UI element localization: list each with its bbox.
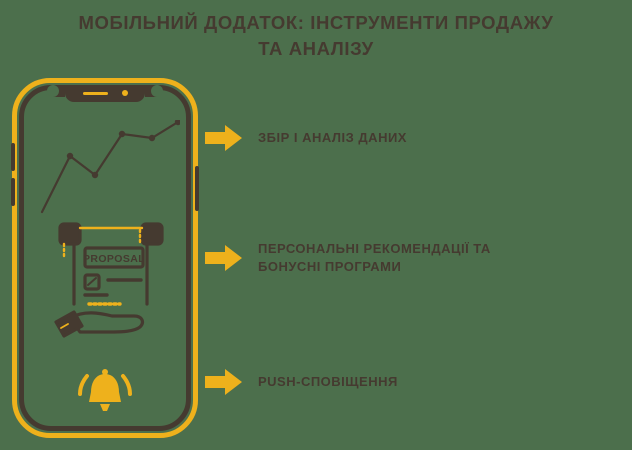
- volume-up-button[interactable]: [11, 143, 15, 171]
- growth-line-chart-svg: [40, 118, 182, 214]
- arrow-right-icon: [205, 368, 242, 396]
- feature-personal-recommendations: Персональні рекомендації та бонусні прог…: [205, 240, 491, 276]
- proposal-label: PROPOSAL: [83, 253, 145, 265]
- feature-label: Push-сповіщення: [258, 374, 398, 389]
- arrow-right-icon: [205, 244, 242, 272]
- chart-point: [174, 118, 182, 126]
- notch-shoulder-left: [47, 85, 65, 97]
- phone-outer-frame: [12, 78, 198, 438]
- sleeve-accent: [60, 323, 69, 329]
- arrow-right-icon: [205, 124, 242, 152]
- bell-top-knob: [102, 369, 108, 375]
- hand-palm: [68, 311, 145, 334]
- mobile-phone-mockup: PROPOSAL: [11, 78, 199, 438]
- volume-down-button[interactable]: [11, 178, 15, 206]
- power-button[interactable]: [195, 166, 199, 211]
- proposal-checkbox-icon: [83, 273, 101, 291]
- proposal-title-box: [83, 246, 145, 269]
- scroll-roll-left: [58, 222, 82, 246]
- notification-bell: [76, 366, 134, 418]
- chart-point: [118, 130, 126, 138]
- feature-label: Збір і аналіз даних: [258, 130, 407, 145]
- notch-shoulder-right: [145, 85, 163, 97]
- proposal-document-svg: PROPOSAL: [54, 222, 164, 338]
- growth-line-chart: [40, 118, 182, 220]
- feature-label: Персональні рекомендації та бонусні прог…: [258, 241, 491, 274]
- proposal-document-in-hand: PROPOSAL: [52, 218, 172, 338]
- feature-push-notifications: Push-сповіщення: [205, 368, 398, 396]
- hand-sleeve: [54, 310, 84, 338]
- arrow-right-icon-svg: [205, 125, 242, 151]
- chart-point: [148, 134, 156, 142]
- page-title-line-2: та аналізу: [258, 38, 374, 59]
- proposal-check-mark: [87, 277, 97, 286]
- front-camera-icon: [122, 90, 128, 96]
- page-title: Мобільний додаток: інструменти продажу т…: [0, 10, 632, 62]
- page-title-line-1: Мобільний додаток: інструменти продажу: [78, 12, 554, 33]
- notification-bell-svg: [78, 369, 132, 411]
- chart-line: [40, 120, 180, 214]
- earpiece-speaker-icon: [83, 92, 108, 95]
- chart-point: [66, 152, 74, 160]
- chart-point: [91, 171, 99, 179]
- phone-notch: [65, 85, 145, 102]
- bell-ring-line-right: [121, 374, 132, 396]
- bell-body: [89, 374, 121, 402]
- scroll-roll-right: [140, 222, 164, 246]
- feature-data-collection: Збір і аналіз даних: [205, 124, 407, 152]
- bell-ring-line-left: [78, 374, 89, 396]
- arrow-right-icon-svg: [205, 245, 242, 271]
- arrow-right-icon-svg: [205, 369, 242, 395]
- bell-clapper: [100, 404, 110, 411]
